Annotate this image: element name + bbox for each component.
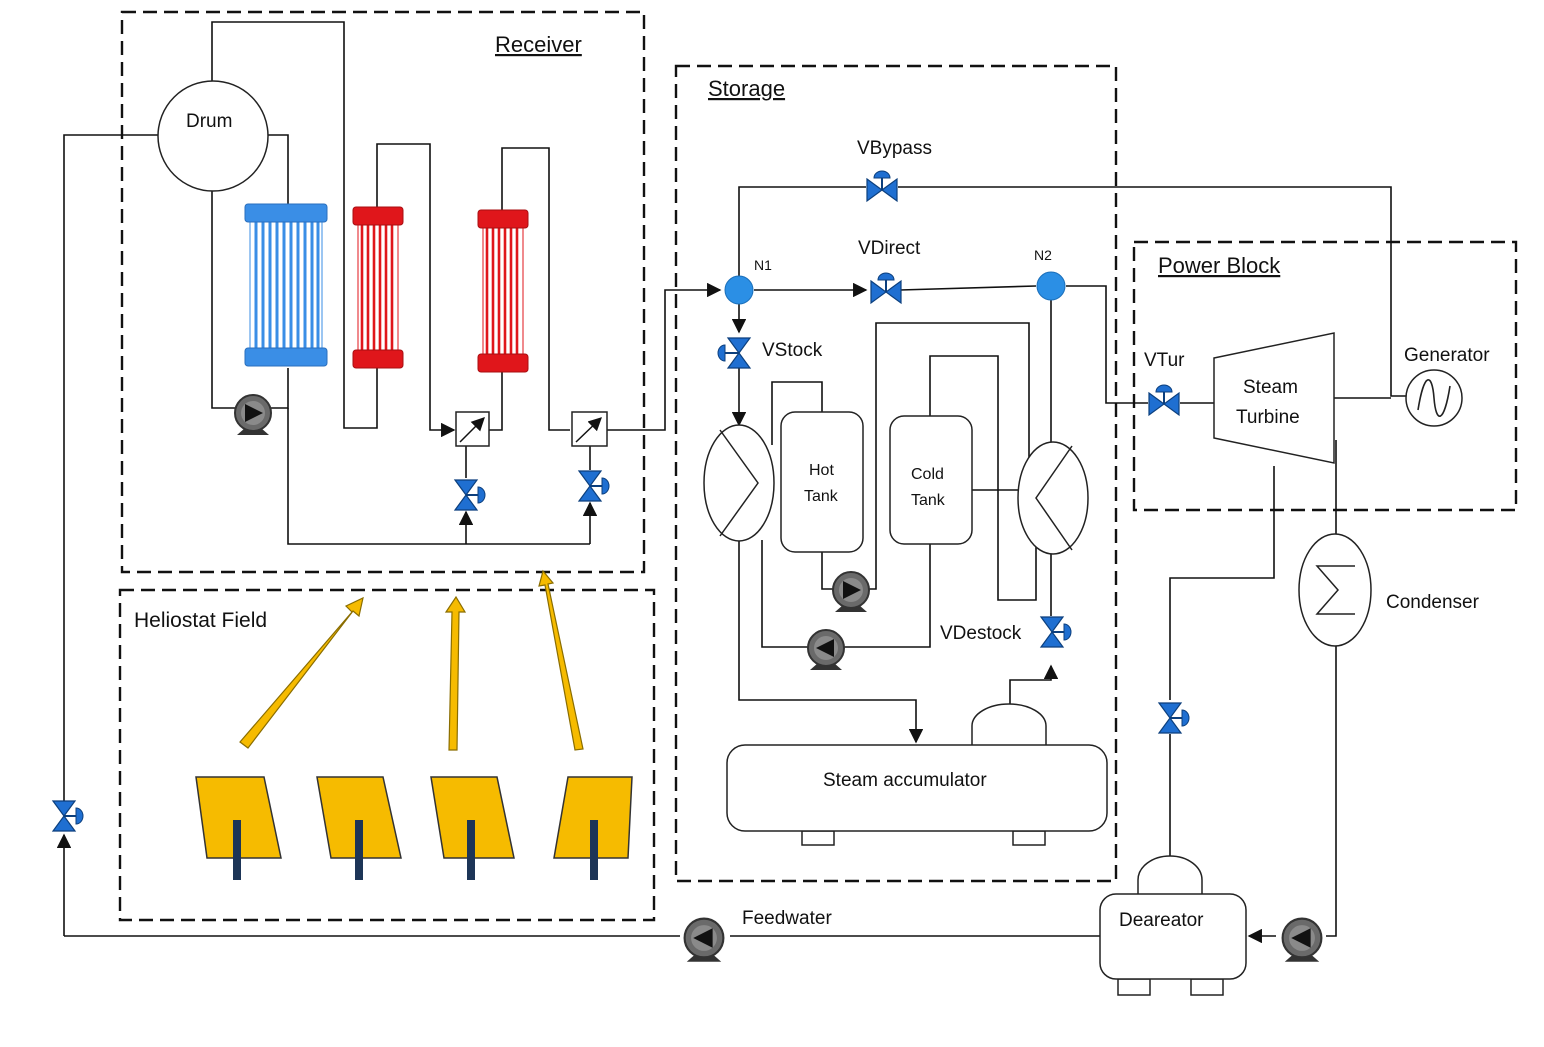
vstock-label: VStock (762, 340, 823, 361)
storage-piping (731, 186, 1406, 744)
receiver-box (120, 10, 646, 574)
deareator-inlet-valve-icon[interactable] (1158, 702, 1190, 734)
generator (1405, 369, 1463, 427)
vdirect-valve-icon[interactable] (870, 272, 902, 304)
node-n2-label: N2 (1034, 247, 1052, 263)
receiver-title: Receiver (495, 32, 582, 57)
node-n1-label: N1 (754, 257, 772, 273)
vbypass-valve-icon[interactable] (866, 170, 898, 202)
steam-turbine-label-1: Steam (1243, 377, 1298, 398)
node-n1[interactable] (724, 275, 754, 305)
heliostat-4 (553, 776, 633, 859)
vstock-valve-icon[interactable] (717, 337, 752, 369)
cold-tank-label-2: Tank (911, 492, 946, 509)
heliostat-1-post (233, 820, 241, 880)
deareator (1099, 855, 1247, 996)
generator-label: Generator (1404, 345, 1490, 366)
condenser-label: Condenser (1386, 592, 1480, 613)
drum (157, 80, 269, 192)
power-block-piping (64, 397, 1391, 944)
attemperator-1 (455, 411, 490, 447)
vtur-label: VTur (1144, 350, 1185, 371)
solar-rays (239, 569, 584, 751)
vdestock-label: VDestock (940, 623, 1022, 644)
steam-accumulator (726, 703, 1108, 846)
heliostat-1 (195, 776, 282, 859)
heliostat-field-box (118, 588, 656, 922)
steam-accumulator-label: Steam accumulator (823, 770, 987, 791)
condensate-pump-icon[interactable] (1281, 917, 1323, 963)
heliostat-4-post (590, 820, 598, 880)
superheater-2-panel (477, 209, 529, 373)
cold-tank-label-1: Cold (911, 466, 944, 483)
vtur-valve-icon[interactable] (1148, 384, 1180, 416)
storage-box (674, 64, 1118, 883)
evaporator-panel (244, 203, 328, 367)
power-block-title: Power Block (1158, 253, 1281, 278)
superheater-1-panel (352, 206, 404, 369)
cold-tank (889, 415, 973, 545)
charging-heat-exchanger (703, 424, 775, 542)
attemperator-1-valve-icon[interactable] (454, 479, 486, 511)
vdirect-label: VDirect (858, 238, 921, 259)
power-block-box (1132, 240, 1518, 512)
vbypass-label: VBypass (857, 138, 932, 159)
feedwater-pump-icon[interactable] (683, 917, 725, 963)
receiver-piping (56, 21, 722, 936)
heliostat-2-post (355, 820, 363, 880)
hot-tank-label-2: Tank (804, 488, 839, 505)
feedwater-label: Feedwater (742, 908, 832, 929)
steam-turbine-label-2: Turbine (1236, 407, 1300, 428)
heliostat-2 (316, 776, 402, 859)
hot-tank-pump-icon[interactable] (832, 571, 870, 613)
attemperator-2 (571, 411, 608, 447)
heliostat-3 (430, 776, 515, 859)
receiver-circulation-pump-icon[interactable] (234, 394, 272, 436)
deareator-label: Deareator (1119, 910, 1204, 931)
steam-turbine (1213, 332, 1335, 464)
attemperator-2-valve-icon[interactable] (578, 470, 610, 502)
condenser (1298, 533, 1372, 647)
storage-title: Storage (708, 76, 785, 101)
hot-tank-label-1: Hot (809, 462, 834, 479)
cold-tank-pump-icon[interactable] (807, 629, 845, 671)
drum-label: Drum (186, 111, 232, 132)
heliostat-3-post (467, 820, 475, 880)
vdestock-valve-icon[interactable] (1040, 616, 1072, 648)
heliostats (195, 776, 633, 880)
hot-tank (780, 411, 864, 553)
discharging-heat-exchanger (1017, 441, 1089, 555)
node-n2[interactable] (1036, 271, 1066, 301)
heliostat-field-title: Heliostat Field (134, 609, 267, 632)
feedwater-valve-icon[interactable] (52, 800, 84, 832)
